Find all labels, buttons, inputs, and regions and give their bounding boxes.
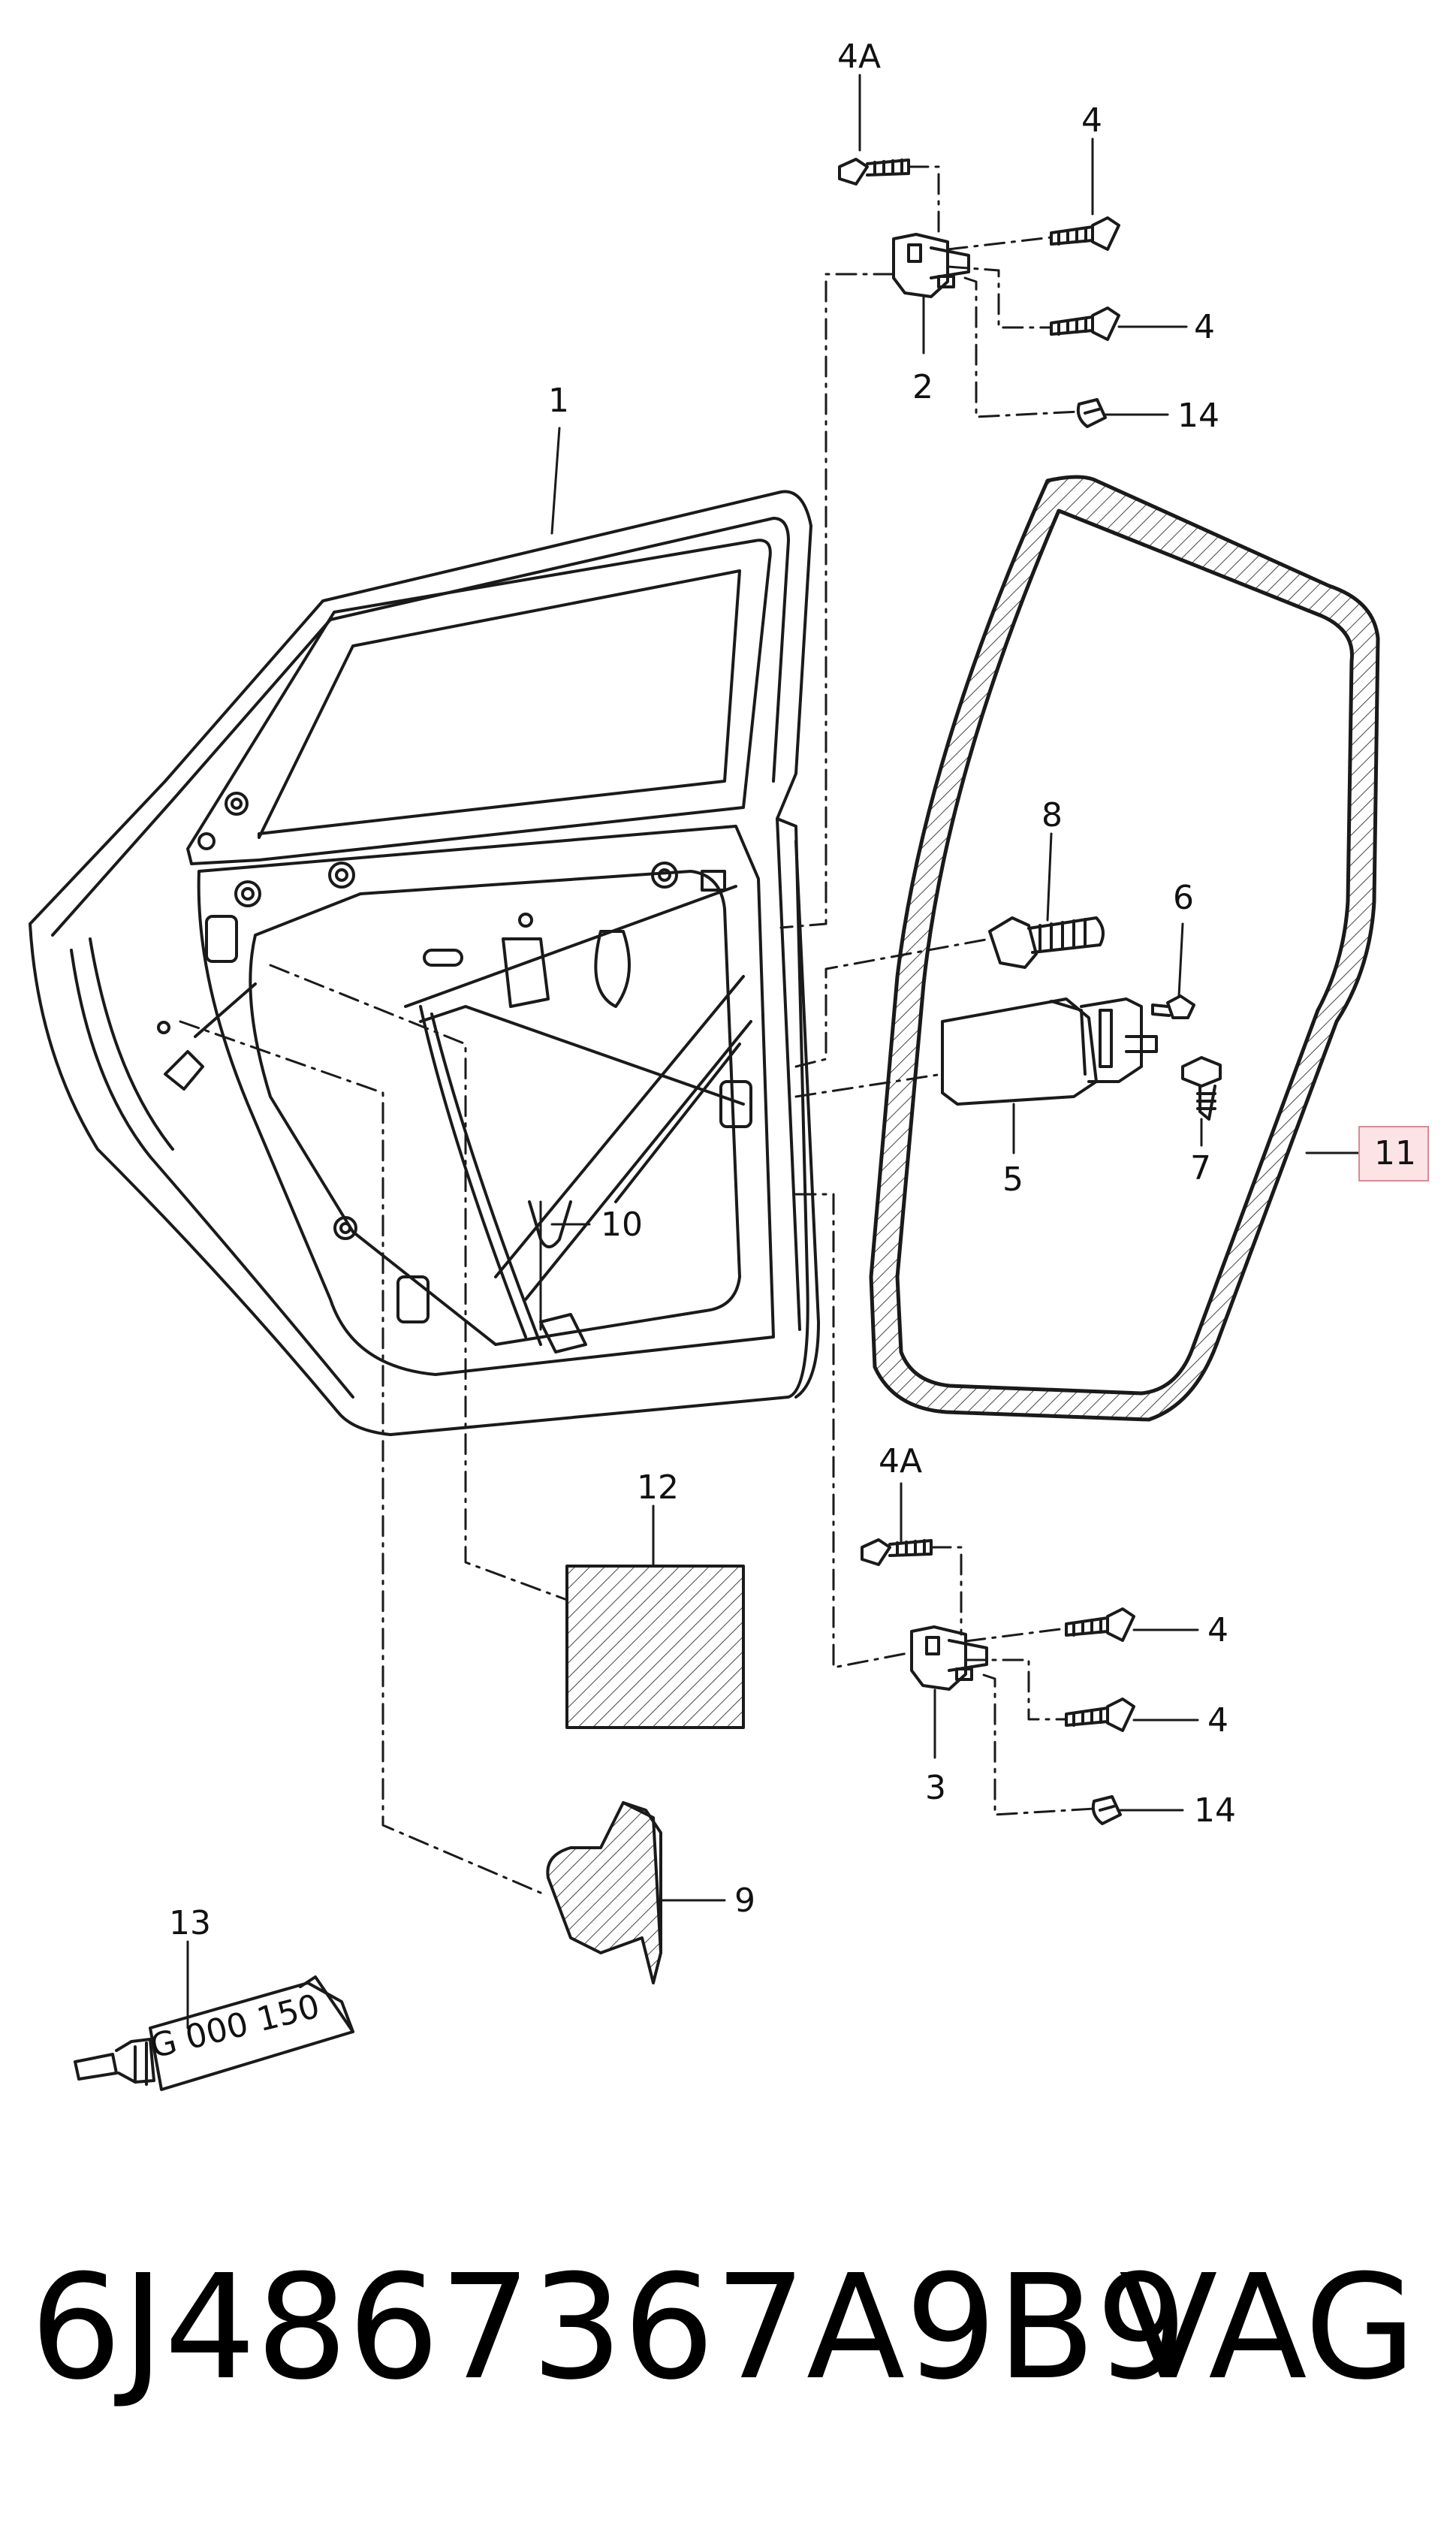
bolt-4a-top bbox=[838, 158, 910, 186]
callout-13: 13 bbox=[169, 1904, 211, 1942]
bolt-7 bbox=[1181, 1056, 1222, 1121]
bolt-4-1 bbox=[1050, 216, 1120, 251]
callout-14-top: 14 bbox=[1177, 397, 1219, 435]
callout-4-mid: 4 bbox=[1194, 308, 1215, 346]
grease-tube-13 bbox=[74, 1975, 354, 2091]
clip-10 bbox=[528, 1200, 572, 1248]
callout-10: 10 bbox=[601, 1206, 643, 1244]
callout-4a-top: 4A bbox=[837, 38, 881, 76]
brand-name: VAG bbox=[1119, 2244, 1416, 2412]
callout-leaders bbox=[186, 74, 1361, 2029]
tube-label: G 000 150 bbox=[146, 1987, 324, 2066]
callout-14-bot: 14 bbox=[1194, 1791, 1236, 1830]
callout-4a-bot: 4A bbox=[879, 1442, 922, 1480]
footer: 6J4867367A9B9 VAG bbox=[30, 2246, 1427, 2411]
bolt-4-3 bbox=[1065, 1607, 1135, 1642]
cap-14-bot bbox=[1091, 1795, 1122, 1825]
callout-7: 7 bbox=[1190, 1149, 1211, 1188]
callout-12: 12 bbox=[637, 1468, 679, 1507]
door-shell bbox=[29, 490, 820, 1436]
assembly-leaders bbox=[179, 165, 1096, 1894]
callout-11-highlight bbox=[1358, 1126, 1429, 1181]
check-strap bbox=[941, 997, 1158, 1106]
callout-11: 11 bbox=[1374, 1134, 1416, 1172]
bolt-4a-bot bbox=[861, 1538, 933, 1566]
callout-5: 5 bbox=[1002, 1160, 1023, 1199]
upper-hinge bbox=[892, 233, 970, 298]
bolt-4-4 bbox=[1065, 1698, 1135, 1732]
bolt-8 bbox=[988, 916, 1105, 969]
callout-4-bot2: 4 bbox=[1207, 1701, 1228, 1740]
part-number: 6J4867367A9B9 bbox=[30, 2244, 1188, 2412]
lower-hinge bbox=[910, 1625, 988, 1691]
callout-8: 8 bbox=[1042, 796, 1063, 834]
callout-3: 3 bbox=[925, 1769, 946, 1807]
insulation-pad-12 bbox=[565, 1565, 745, 1729]
callout-4-top: 4 bbox=[1081, 101, 1102, 140]
callout-1: 1 bbox=[548, 382, 569, 420]
bolt-4-2 bbox=[1050, 306, 1120, 341]
callout-4-bot1: 4 bbox=[1207, 1611, 1228, 1649]
screw-6 bbox=[1151, 994, 1195, 1019]
bracket-9 bbox=[546, 1801, 662, 1984]
callout-9: 9 bbox=[734, 1882, 755, 1920]
cap-14-top bbox=[1076, 398, 1107, 428]
callout-labels: 4A 4 4 2 14 1 8 6 5 7 11 10 12 4A 4 4 3 … bbox=[169, 38, 1416, 1942]
callout-6: 6 bbox=[1173, 879, 1194, 917]
callout-2: 2 bbox=[912, 368, 933, 406]
door-seal bbox=[869, 475, 1380, 1422]
